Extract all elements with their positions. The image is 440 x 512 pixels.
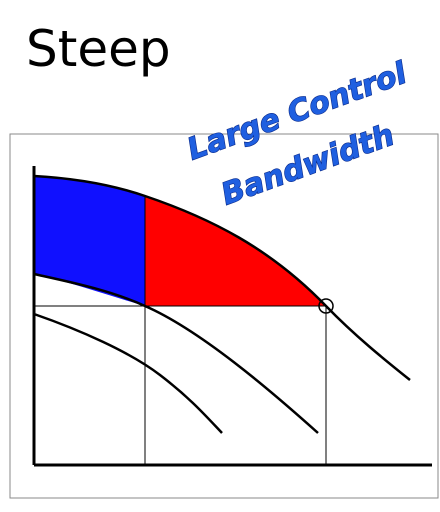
system-curve-lower: [33, 312, 223, 434]
system-curve-middle: [33, 272, 319, 434]
pump-curve-top: [33, 174, 411, 381]
operating-point-marker: [318, 298, 334, 314]
red-region: [145, 196, 326, 306]
diagram-frame: [9, 133, 439, 499]
blue-region: [34, 176, 145, 306]
slide-title: Steep: [26, 20, 171, 78]
